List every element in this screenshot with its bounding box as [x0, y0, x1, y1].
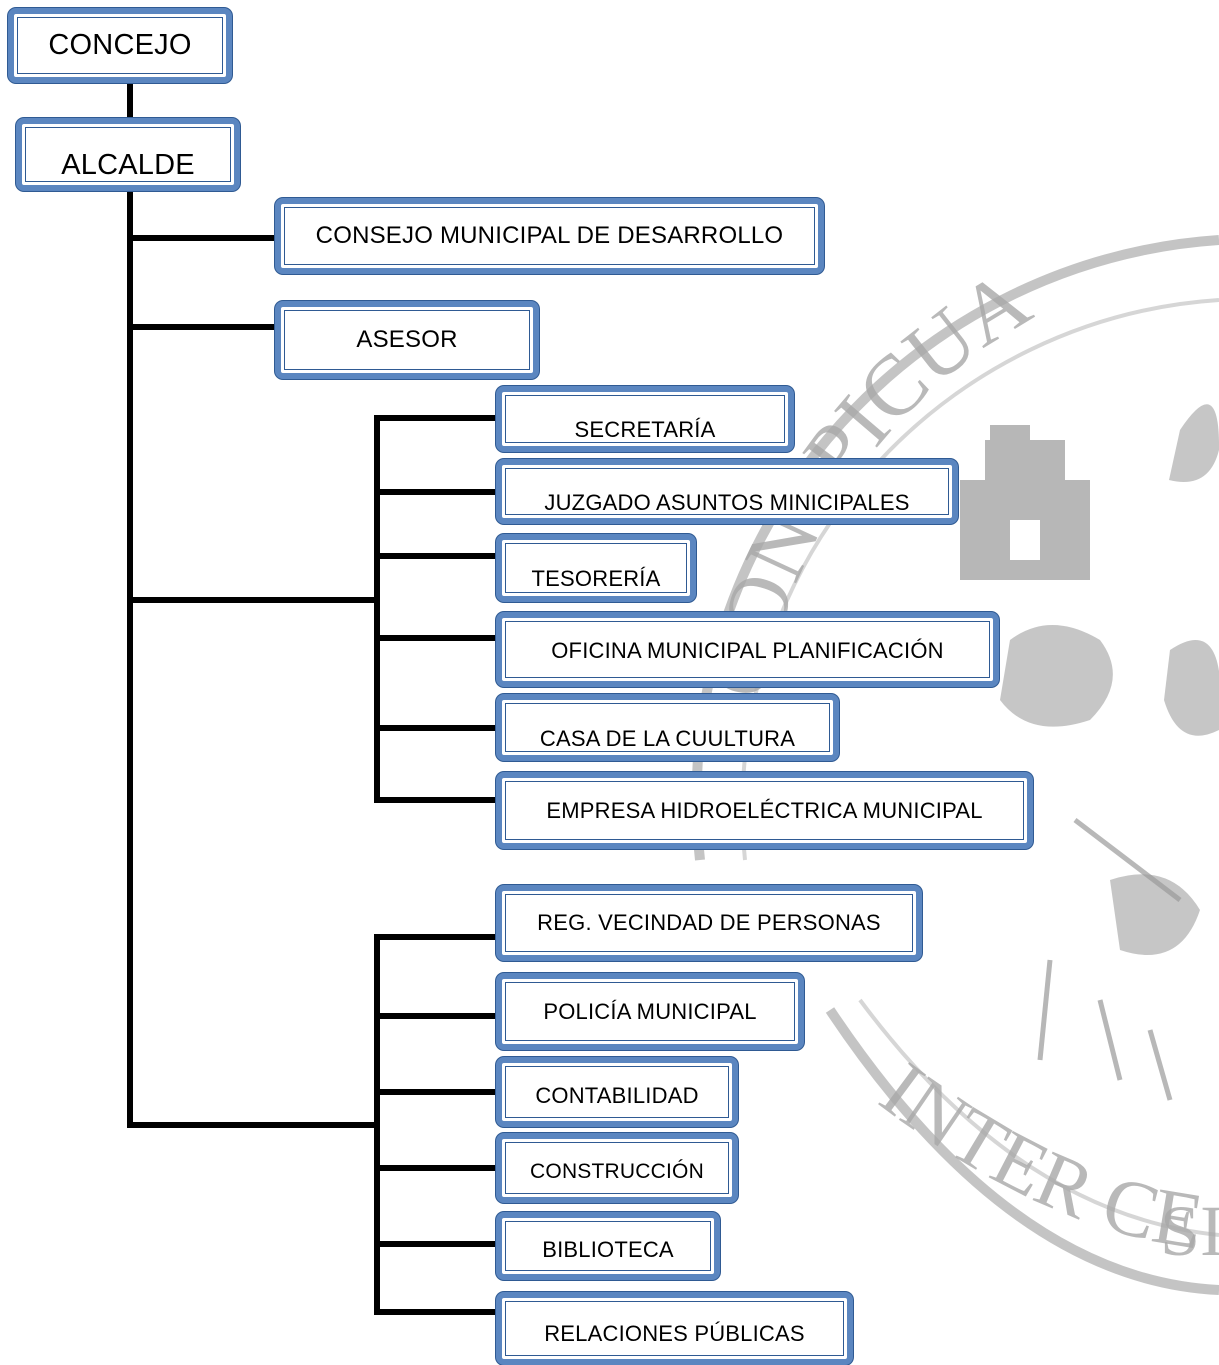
node-concejo: CONCEJO — [8, 8, 232, 83]
node-empresa-hidroelectrica: EMPRESA HIDROELÉCTRICA MUNICIPAL — [496, 772, 1033, 849]
node-casa-cultura: CASA DE LA CUULTURA — [496, 694, 839, 761]
node-construccion: CONSTRUCCIÓN — [496, 1133, 738, 1203]
node-consejo-municipal: CONSEJO MUNICIPAL DE DESARROLLO — [275, 198, 824, 274]
node-asesor: ASESOR — [275, 301, 539, 379]
node-secretaria: SECRETARÍA — [496, 386, 794, 452]
node-contabilidad: CONTABILIDAD — [496, 1057, 738, 1127]
node-policia-municipal: POLICÍA MUNICIPAL — [496, 973, 804, 1050]
castle-icon — [960, 425, 1090, 580]
node-biblioteca: BIBLIOTECA — [496, 1212, 720, 1280]
node-relaciones-publicas: RELACIONES PÚBLICAS — [496, 1292, 853, 1365]
node-juzgado: JUZGADO ASUNTOS MINICIPALES — [496, 459, 958, 524]
horse-icon — [1110, 874, 1200, 955]
node-alcalde: ALCALDE — [16, 118, 240, 191]
node-oficina-planificacion: OFICINA MUNICIPAL PLANIFICACIÓN — [496, 612, 999, 687]
node-reg-vecindad: REG. VECINDAD DE PERSONAS — [496, 885, 922, 961]
lion-icon — [1000, 625, 1113, 727]
seal-text-fragment: SI — [1160, 1191, 1219, 1271]
node-tesoreria: TESORERÍA — [496, 534, 696, 602]
